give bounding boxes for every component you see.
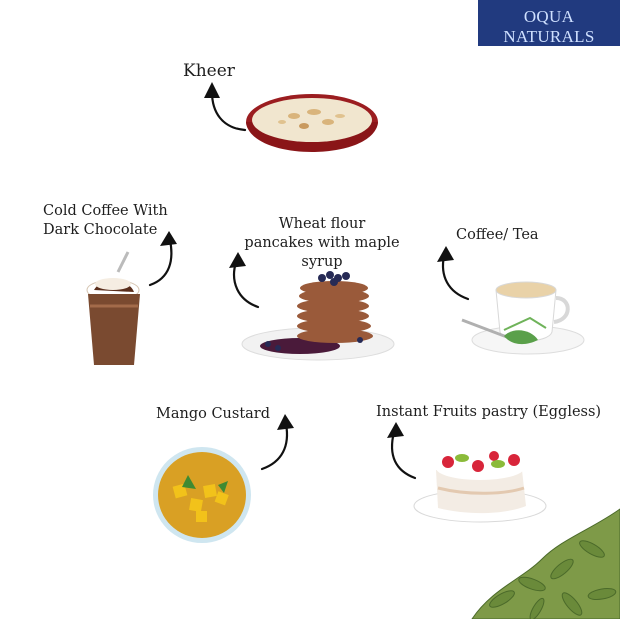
arrow-cold-coffee — [148, 238, 173, 287]
label-fruits-pastry: Instant Fruits pastry (Eggless) — [376, 404, 602, 420]
leaves-image — [471, 508, 620, 619]
kheer-bowl-image — [246, 94, 378, 152]
label-pancakes: Wheat flour pancakes with maple syrup — [244, 216, 400, 270]
arrow-mango-custard — [260, 422, 289, 471]
pancakes-image — [241, 271, 395, 361]
mango-custard-image — [153, 447, 251, 543]
brand-name: OQUA NATURALS — [503, 7, 595, 46]
brand-logo-badge: OQUA NATURALS Quality First — [478, 0, 620, 62]
label-kheer: Kheer — [183, 61, 235, 81]
cold-coffee-image — [86, 251, 140, 365]
label-coffee-tea: Coffee/ Tea — [456, 227, 539, 243]
label-cold-coffee: Cold Coffee With Dark Chocolate — [43, 203, 168, 238]
arrow-fruits-pastry — [390, 430, 417, 480]
coffee-tea-image — [461, 281, 585, 355]
brand-tagline: Quality First — [514, 51, 584, 62]
label-mango-custard: Mango Custard — [156, 406, 271, 422]
fruits-pastry-image — [413, 451, 547, 523]
